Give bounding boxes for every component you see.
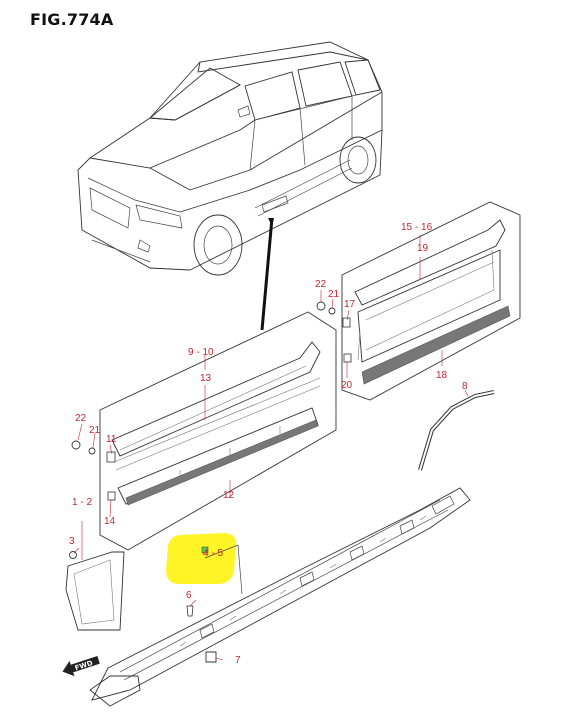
fwd-arrow: FWD	[62, 656, 100, 677]
highlight-marker	[166, 533, 237, 584]
callout-4-5: 4 - 5	[203, 548, 223, 559]
fastener-clips	[69, 301, 352, 663]
callout-21-rear: 21	[328, 289, 340, 300]
callout-11: 11	[106, 434, 117, 445]
car-to-panel-leader	[260, 217, 274, 331]
callout-leaders	[73, 235, 469, 661]
callout-22-front: 22	[75, 413, 87, 424]
callout-20: 20	[341, 380, 353, 391]
callout-18: 18	[436, 370, 448, 381]
callout-15-16: 15 - 16	[401, 222, 433, 233]
callout-22-rear: 22	[315, 279, 327, 290]
fwd-label: FWD	[74, 659, 94, 672]
callout-19: 19	[417, 243, 429, 254]
callout-9-10: 9 - 10	[188, 347, 214, 358]
rear-door-moulding-panel	[341, 201, 521, 401]
front-door-moulding-panel	[99, 311, 337, 551]
callout-14: 14	[104, 516, 116, 527]
callout-8: 8	[462, 381, 468, 392]
callout-13: 13	[200, 373, 212, 384]
callout-21-front: 21	[89, 425, 101, 436]
side-sill-moulding	[89, 487, 471, 707]
vehicle-illustration	[77, 41, 383, 276]
figure-title: FIG.774A	[30, 10, 114, 29]
callout-17: 17	[344, 299, 356, 310]
weatherstrip-part	[418, 390, 495, 471]
callout-12: 12	[223, 490, 235, 501]
callout-3: 3	[69, 536, 75, 547]
front-mud-guard	[65, 551, 125, 631]
callout-1-2: 1 - 2	[72, 497, 92, 508]
callout-7: 7	[235, 655, 241, 666]
callout-6: 6	[186, 590, 192, 601]
part-4-5-clip	[201, 544, 243, 595]
